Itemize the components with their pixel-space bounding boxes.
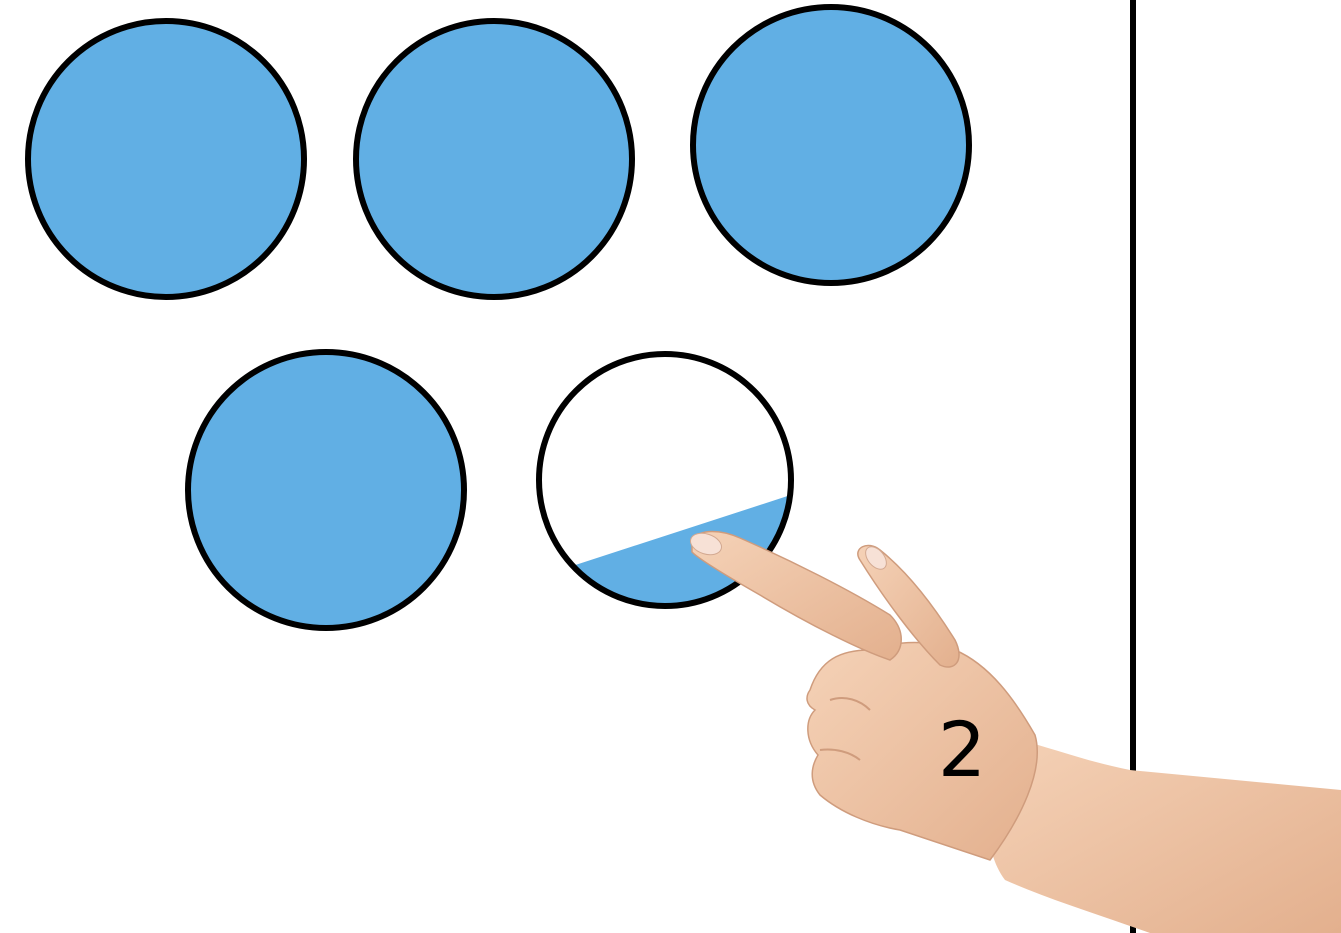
full-circle: [188, 352, 464, 628]
full-circle: [28, 21, 304, 297]
count-label: 2: [930, 712, 994, 788]
pointing-hand-icon: [688, 530, 1341, 933]
full-circle: [693, 7, 969, 283]
full-circle: [356, 21, 632, 297]
